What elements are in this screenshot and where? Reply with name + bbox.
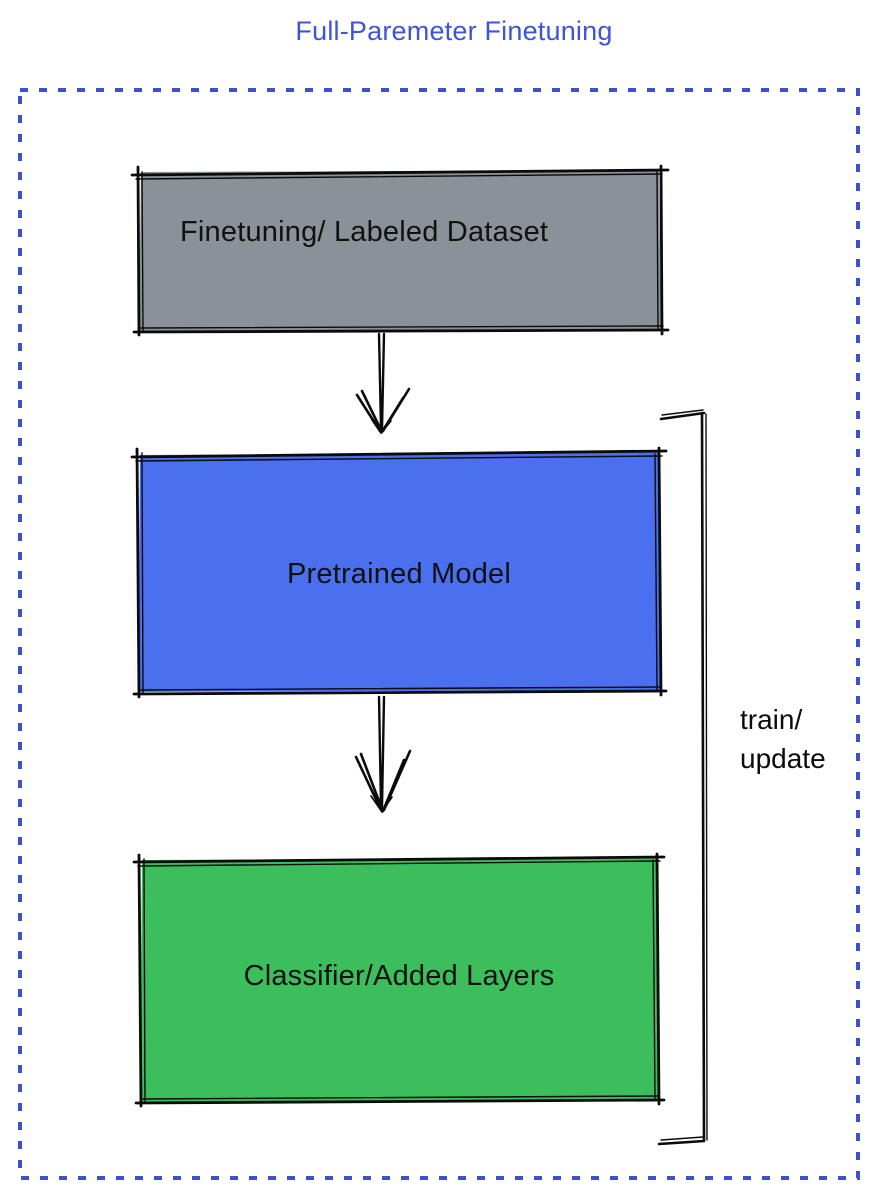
arrow-pretrained-to-classifier bbox=[354, 695, 412, 814]
node-finetuning-dataset bbox=[130, 164, 670, 337]
node-label-finetuning-dataset: Finetuning/ Labeled Dataset bbox=[180, 216, 549, 248]
train-update-bracket bbox=[657, 409, 708, 1146]
node-pretrained-model-border-sketch bbox=[135, 452, 663, 694]
node-pretrained-model bbox=[130, 446, 668, 699]
node-label-pretrained-model: Pretrained Model bbox=[286, 558, 512, 590]
node-finetuning-dataset-border bbox=[130, 164, 670, 337]
diagram-title: Full-Paremeter Finetuning bbox=[295, 16, 613, 46]
node-classifier-added-layers-border-sketch bbox=[137, 858, 661, 1103]
train-update-label: train/ update bbox=[740, 700, 826, 778]
train-update-label-line1: train/ bbox=[740, 704, 803, 735]
node-pretrained-model-border bbox=[130, 446, 668, 699]
node-pretrained-model-fill bbox=[138, 452, 660, 692]
train-update-label-line2: update bbox=[740, 743, 826, 774]
node-finetuning-dataset-border-sketch bbox=[135, 171, 664, 332]
node-classifier-added-layers-fill bbox=[140, 858, 658, 1102]
node-classifier-added-layers-border bbox=[132, 852, 666, 1108]
node-classifier-added-layers bbox=[132, 852, 666, 1108]
arrow-dataset-to-pretrained bbox=[355, 332, 411, 435]
dashed-frame bbox=[18, 88, 860, 1180]
node-finetuning-dataset-fill bbox=[139, 170, 661, 331]
node-label-classifier-added-layers: Classifier/Added Layers bbox=[243, 960, 555, 992]
